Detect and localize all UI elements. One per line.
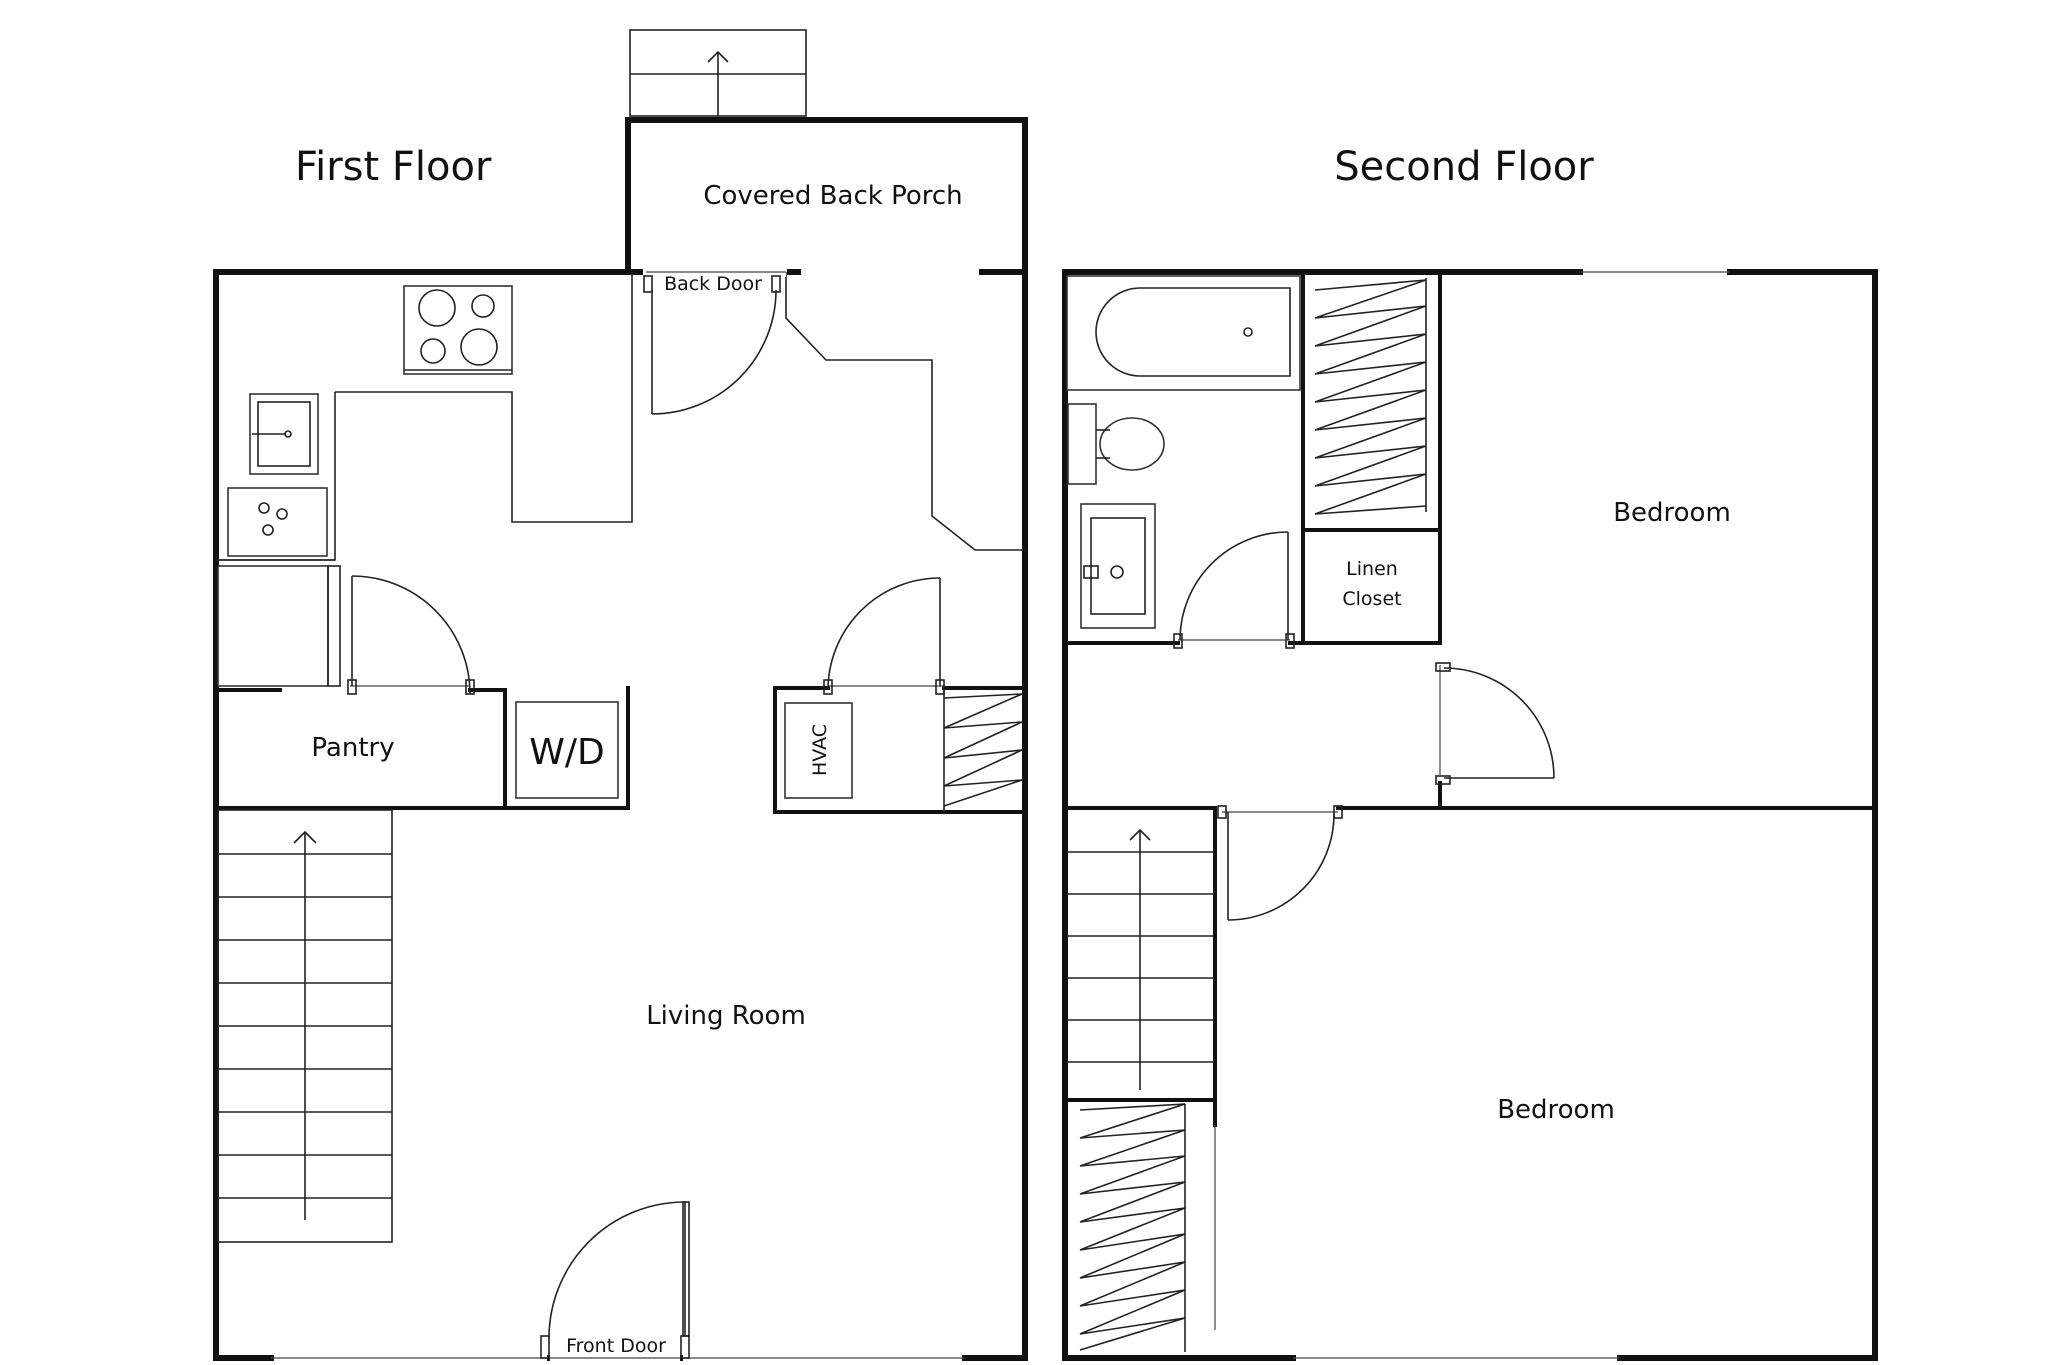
covered-back-porch: Covered Back Porch [625, 117, 1028, 275]
second-floor-plan: Second Floor [1062, 144, 1878, 1361]
laundry-closet: W/D [503, 686, 630, 810]
kitchen-sink-icon [249, 393, 319, 475]
washer-dryer-label: W/D [529, 732, 604, 773]
first-floor-title: First Floor [295, 144, 492, 190]
kitchen-counters [216, 272, 1025, 561]
bedroom-upper: Bedroom [1435, 270, 1877, 810]
bathroom-sink-icon [1080, 503, 1156, 629]
pantry-label: Pantry [311, 733, 394, 763]
hvac-closet: HVAC [773, 577, 1027, 814]
first-floor-exterior-walls [213, 269, 1028, 1361]
linen-closet: Linen Closet [1301, 528, 1442, 645]
first-floor-stairs [214, 806, 395, 1243]
back-door[interactable]: Back Door [643, 267, 786, 415]
front-door-label: Front Door [566, 1335, 666, 1357]
lower-wardrobe [1079, 1098, 1217, 1352]
arrow-up-icon [1129, 828, 1151, 841]
first-floor-plan: First Floor Covered Back Porch [213, 29, 1028, 1363]
bedroom-upper-label: Bedroom [1613, 498, 1731, 528]
upper-wardrobe [1301, 270, 1442, 532]
second-floor-exterior-walls [1062, 269, 1878, 1361]
hvac-label: HVAC [809, 724, 831, 776]
dishwasher-icon [227, 487, 328, 557]
refrigerator-icon [217, 565, 341, 687]
arrow-up-icon [707, 50, 729, 63]
bathtub-icon [1066, 275, 1301, 391]
arrow-up-icon [293, 830, 317, 844]
stove-icon [403, 285, 513, 375]
second-floor-title: Second Floor [1334, 144, 1594, 190]
bedroom-lower-label: Bedroom [1497, 1095, 1615, 1125]
back-door-label: Back Door [664, 273, 762, 295]
second-floor-stairs [1063, 805, 1442, 1102]
porch-label: Covered Back Porch [703, 181, 962, 211]
linen-closet-label-line2: Closet [1342, 588, 1401, 610]
porch-steps [629, 29, 807, 117]
toilet-icon [1067, 403, 1165, 485]
front-door[interactable]: Front Door [540, 1201, 690, 1363]
pantry: Pantry [214, 575, 507, 810]
living-room-label: Living Room [646, 1001, 806, 1031]
bathroom [1063, 270, 1442, 649]
linen-closet-label-line1: Linen [1346, 558, 1398, 580]
